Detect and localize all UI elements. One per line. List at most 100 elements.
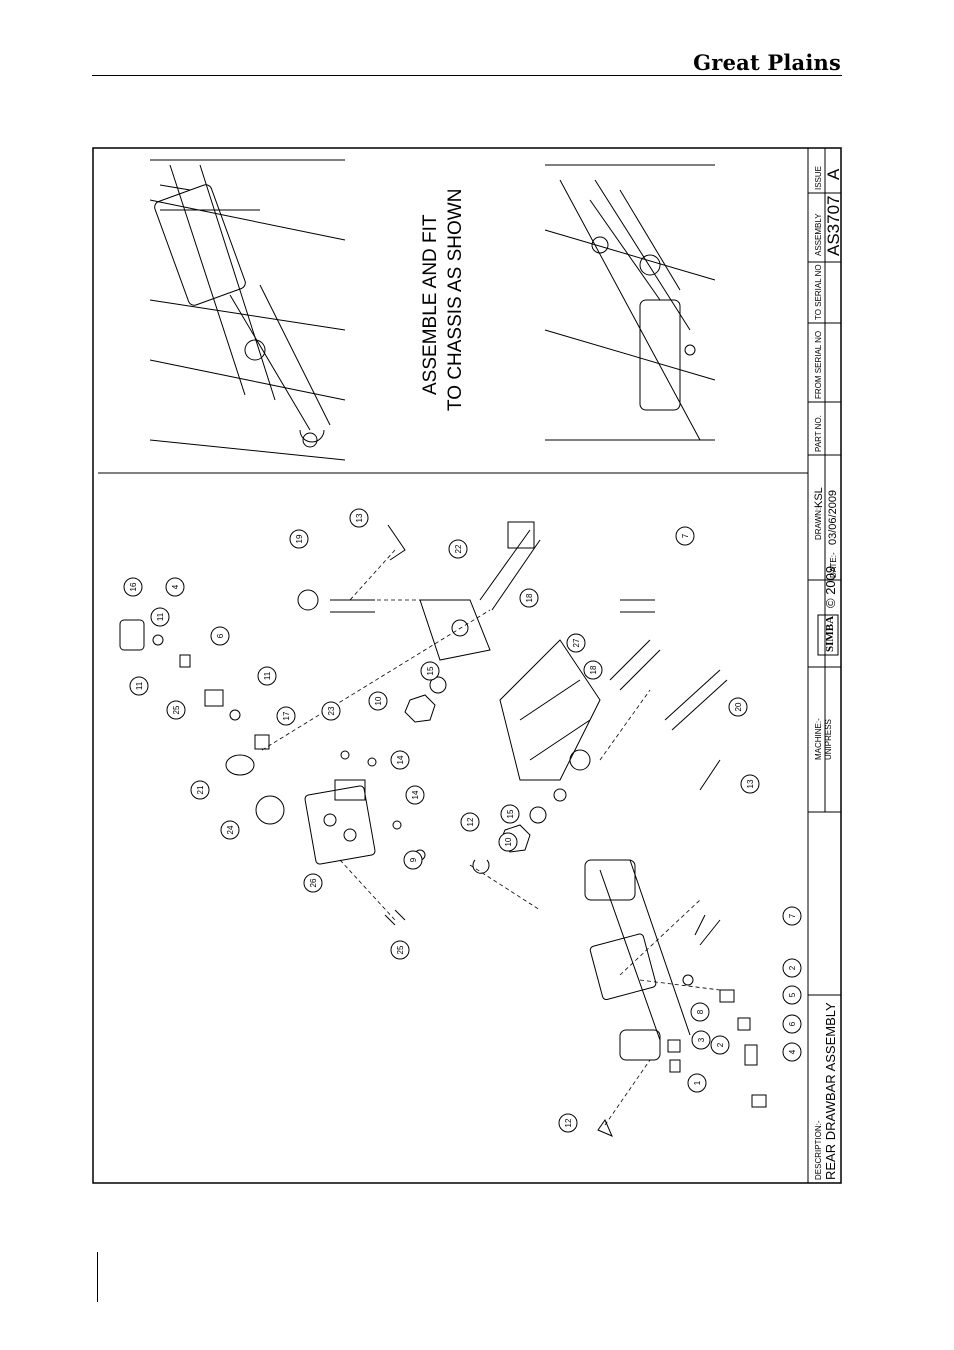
balloon-number: 12: [564, 1118, 573, 1127]
simba-logo-text: SIMBA: [824, 616, 836, 652]
part-balloon: 6: [782, 1014, 802, 1034]
to-serial-label: TO SERIAL NO: [814, 264, 823, 320]
balloon-circle: [303, 873, 323, 893]
part-balloon: 2: [782, 958, 802, 978]
part-balloon: 16: [123, 577, 143, 597]
copyright: © 2009: [823, 566, 838, 608]
part-balloon: 4: [165, 577, 185, 597]
balloon-number: 2: [716, 1042, 725, 1047]
part-balloon: 19: [289, 529, 309, 549]
balloon-circle: [690, 1002, 710, 1022]
balloon-number: 4: [788, 1049, 797, 1054]
balloon-circle: [460, 812, 480, 832]
part-balloon: 1: [687, 1073, 707, 1093]
balloon-number: 11: [135, 681, 144, 690]
balloon-number: 23: [327, 706, 336, 715]
balloon-number: 25: [172, 705, 181, 714]
part-balloon: 11: [150, 607, 170, 627]
balloon-number: 3: [697, 1037, 706, 1042]
balloon-number: 13: [355, 513, 364, 522]
part-balloon: 17: [276, 706, 296, 726]
balloon-number: 17: [282, 711, 291, 720]
balloon-number: 7: [681, 533, 690, 538]
part-balloon: 8: [690, 1002, 710, 1022]
part-balloon: 7: [782, 906, 802, 926]
issue-value: A: [824, 168, 843, 180]
part-balloon: 13: [740, 774, 760, 794]
sheet-border: [92, 147, 842, 1184]
balloon-circle: [190, 780, 210, 800]
from-serial-label: FROM SERIAL NO: [814, 331, 823, 399]
balloon-number: 9: [409, 857, 418, 862]
simba-logo: SIMBA: [817, 614, 839, 656]
balloon-number: 8: [696, 1009, 705, 1014]
balloon-number: 1: [693, 1080, 702, 1085]
footer-rule: [97, 1252, 98, 1302]
balloon-circle: [782, 985, 802, 1005]
part-balloon: 6: [210, 626, 230, 646]
part-balloon: 23: [321, 701, 341, 721]
balloon-number: 7: [788, 913, 797, 918]
balloon-number: 27: [572, 638, 581, 647]
balloon-circle: [448, 539, 468, 559]
assembly-view-bottom: [544, 164, 716, 441]
part-balloon: 25: [390, 940, 410, 960]
date-value: 03/06/2009: [827, 490, 839, 545]
balloon-circle: [728, 697, 748, 717]
brand-logo-text: Great Plains: [693, 50, 841, 75]
balloon-number: 16: [129, 582, 138, 591]
part-balloon: 14: [390, 750, 410, 770]
date-label: DATE:-: [829, 552, 838, 578]
balloon-circle: [150, 607, 170, 627]
header-rule: [92, 75, 842, 76]
part-balloon: 11: [129, 676, 149, 696]
part-balloon: 2: [710, 1035, 730, 1055]
balloon-number: 10: [504, 837, 513, 846]
balloon-number: 24: [226, 825, 235, 834]
instruction-line-2: TO CHASSIS AS SHOWN: [445, 189, 466, 411]
part-balloon: 11: [257, 666, 277, 686]
balloon-circle: [210, 626, 230, 646]
balloon-circle: [498, 832, 518, 852]
description: REAR DRAWBAR ASSEMBLY: [823, 1002, 838, 1180]
part-balloon: 4: [782, 1042, 802, 1062]
balloon-circle: [390, 750, 410, 770]
balloon-number: 15: [426, 666, 435, 675]
drawn-value: KSL: [813, 487, 825, 508]
part-no-label: PART NO.: [814, 415, 823, 452]
balloon-circle: [687, 1073, 707, 1093]
part-balloon: 12: [460, 812, 480, 832]
balloon-circle: [289, 529, 309, 549]
part-balloon: 25: [166, 700, 186, 720]
balloon-number: 14: [411, 790, 420, 799]
balloon-circle: [782, 1042, 802, 1062]
balloon-number: 26: [309, 878, 318, 887]
balloon-circle: [691, 1030, 711, 1050]
part-balloon: 24: [220, 820, 240, 840]
assembly-view-top: [149, 159, 346, 461]
balloon-circle: [166, 700, 186, 720]
balloon-number: 15: [506, 809, 515, 818]
balloon-number: 11: [263, 671, 272, 680]
balloon-circle: [782, 1014, 802, 1034]
hydraulic-cylinder-part: [599, 859, 691, 1041]
balloon-circle: [558, 1113, 578, 1133]
balloon-circle: [740, 774, 760, 794]
machine-label: MACHINE:-: [814, 718, 823, 760]
drawn-label: DRAWN:-: [814, 505, 823, 540]
balloon-number: 5: [788, 992, 797, 997]
part-balloon: 9: [403, 850, 423, 870]
part-balloon: 10: [498, 832, 518, 852]
part-balloon: 22: [448, 539, 468, 559]
part-balloon: 7: [675, 526, 695, 546]
valve-block-part: [304, 785, 376, 865]
balloon-circle: [519, 588, 539, 608]
balloon-number: 6: [788, 1021, 797, 1026]
part-balloon: 26: [303, 873, 323, 893]
exploded-view: [119, 521, 767, 1137]
part-balloon: 21: [190, 780, 210, 800]
balloon-circle: [710, 1035, 730, 1055]
balloon-circle: [583, 660, 603, 680]
